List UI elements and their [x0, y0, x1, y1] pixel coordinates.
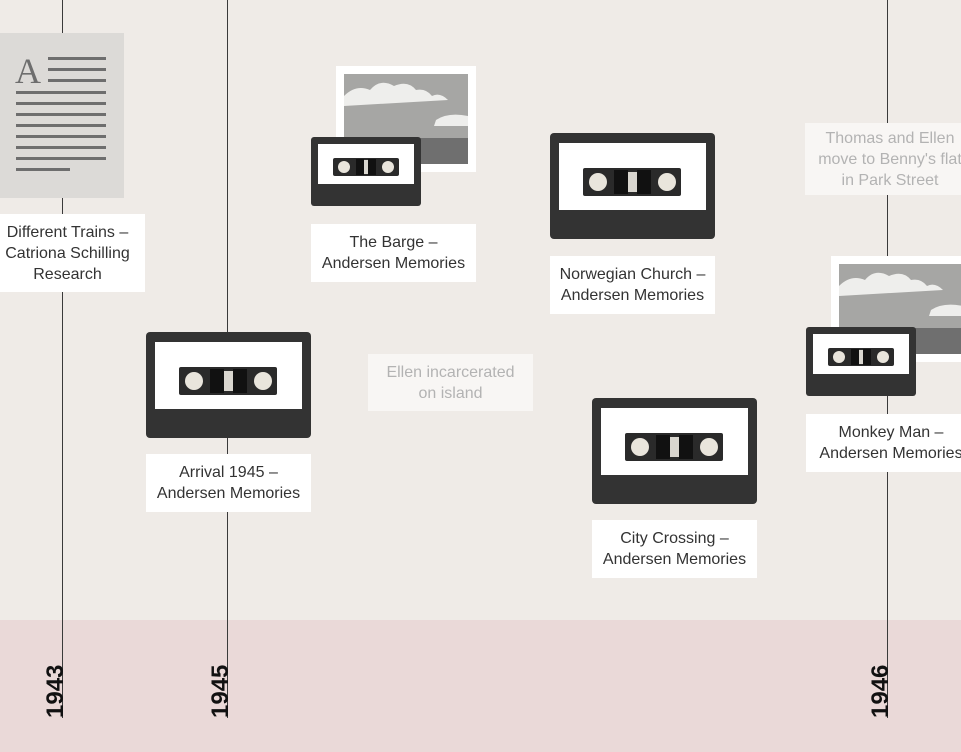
event-label: Arrival 1945 – Andersen Memories [156, 464, 301, 502]
year-axis-band [0, 620, 961, 752]
event-card-the-barge[interactable]: The Barge – Andersen Memories [311, 224, 476, 282]
cassette-icon[interactable] [806, 327, 916, 396]
event-card-ellen-incarcerated[interactable]: Ellen incarcerated on island [368, 354, 533, 411]
event-label: Norwegian Church – Andersen Memories [559, 266, 706, 304]
event-card-park-street[interactable]: Thomas and Ellen move to Benny's flat in… [805, 123, 961, 195]
cassette-icon[interactable] [550, 133, 715, 239]
cassette-icon[interactable] [146, 332, 311, 438]
cassette-icon[interactable] [592, 398, 757, 504]
event-card-different-trains[interactable]: Different Trains – Catriona Schilling Re… [0, 214, 145, 292]
year-line-1943 [62, 0, 63, 718]
document-icon[interactable]: A [0, 33, 124, 198]
event-label: Monkey Man – Andersen Memories [819, 424, 961, 462]
year-text: 1946 [867, 664, 894, 718]
event-card-monkey-man[interactable]: Monkey Man – Andersen Memories [806, 414, 961, 472]
svg-text:A: A [15, 51, 41, 91]
cassette-icon[interactable] [311, 137, 421, 206]
event-card-city-crossing[interactable]: City Crossing – Andersen Memories [592, 520, 757, 578]
year-text: 1945 [207, 664, 234, 718]
event-card-norwegian-church[interactable]: Norwegian Church – Andersen Memories [550, 256, 715, 314]
event-label: Different Trains – Catriona Schilling Re… [5, 223, 130, 283]
event-label: City Crossing – Andersen Memories [602, 530, 747, 568]
year-text: 1943 [42, 664, 69, 718]
event-card-arrival-1945[interactable]: Arrival 1945 – Andersen Memories [146, 454, 311, 512]
event-label: The Barge – Andersen Memories [321, 234, 466, 272]
event-label: Thomas and Ellen move to Benny's flat in… [818, 129, 961, 189]
event-label: Ellen incarcerated on island [386, 363, 515, 402]
